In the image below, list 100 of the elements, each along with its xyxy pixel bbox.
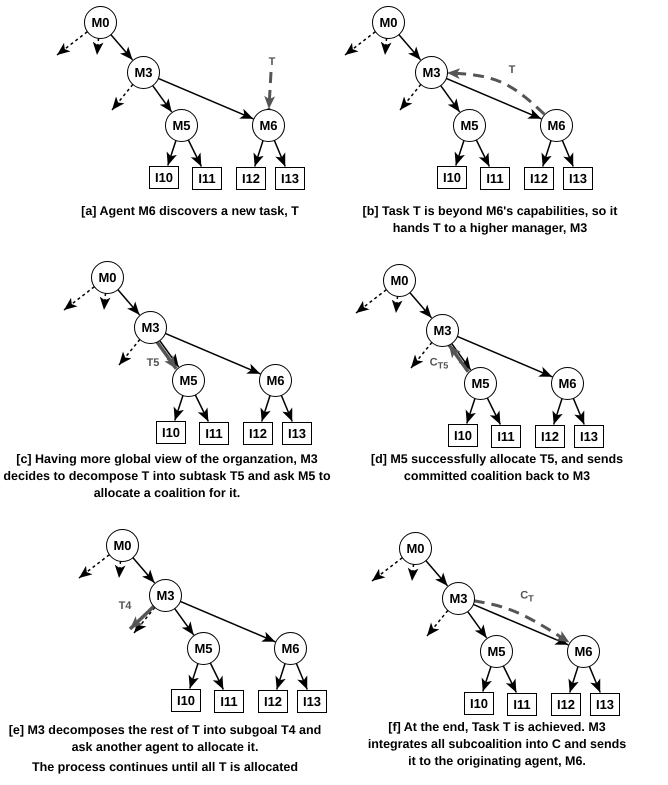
manager-circle: M3: [149, 579, 182, 612]
arrow: [164, 332, 261, 374]
arrow: [482, 666, 492, 692]
individual-box: I12: [243, 422, 273, 444]
arrow: [568, 666, 579, 693]
individual-box: I12: [524, 166, 554, 190]
individual-box: I11: [199, 422, 229, 444]
individual-box: I13: [590, 692, 620, 716]
arrow: [552, 398, 563, 425]
arrow: [456, 336, 553, 378]
dashed-arrow: [133, 606, 156, 634]
caption: [e] M3 decomposes the rest of T into subgoal T4 and ask another agent to allocate it.: [8, 722, 322, 756]
individual-box: I12: [236, 166, 266, 190]
dashed-arrow: [264, 72, 276, 110]
manager-circle: M0: [91, 261, 124, 294]
arrow: [445, 78, 542, 120]
arrow: [179, 600, 276, 642]
arrow: [188, 662, 199, 689]
edge-label: C$_{T5}$: [428, 356, 450, 372]
arrow: [466, 398, 476, 424]
arrow: [157, 78, 254, 120]
individual-box: I13: [563, 166, 593, 190]
arrow: [295, 662, 308, 690]
arrow: [398, 34, 422, 60]
manager-circle: M5: [172, 364, 205, 397]
arrow: [424, 560, 448, 586]
arrow: [187, 139, 202, 167]
caption: [a] Agent M6 discovers a new task, T: [81, 203, 299, 220]
individual-box: I13: [574, 424, 604, 448]
manager-circle: M3: [426, 314, 459, 347]
arrow: [502, 665, 518, 693]
arrow: [408, 292, 432, 318]
manager-circle: M0: [84, 6, 117, 39]
arrow: [588, 665, 601, 693]
manager-circle: M6: [567, 635, 600, 668]
individual-box: I10: [437, 166, 467, 188]
manager-circle: M6: [551, 367, 584, 400]
arrow: [116, 288, 140, 316]
arrow: [132, 556, 156, 584]
arrow: [194, 394, 210, 422]
dashed-arrow: [399, 84, 422, 110]
arrow: [542, 140, 552, 167]
arrow: [166, 140, 177, 166]
manager-circle: M3: [415, 56, 448, 89]
caption: [f] At the end, Task T is achieved. M3 integrates all subcoalition into C and sends it to the originating agent, M6.: [366, 719, 628, 770]
individual-box: I13: [297, 690, 327, 712]
arrow: [158, 340, 180, 368]
manager-circle: M5: [480, 635, 513, 668]
arrow: [466, 610, 488, 638]
individual-box: I12: [535, 424, 565, 448]
dashed-arrow: [114, 560, 126, 578]
dashed-arrow: [372, 557, 403, 582]
arrow: [128, 605, 155, 630]
dashed-arrow: [100, 292, 111, 310]
edge-label: T5: [146, 357, 160, 369]
dashed-arrow: [64, 286, 95, 311]
dashed-arrow: [426, 610, 448, 636]
arrow: [174, 608, 194, 636]
individual-box: I10: [156, 420, 186, 444]
individual-box: I11: [491, 424, 521, 448]
arrow: [174, 394, 184, 421]
dashed-arrow: [111, 84, 134, 110]
arrow: [155, 340, 178, 370]
manager-circle: M6: [540, 109, 573, 142]
dashed-arrow: [356, 289, 387, 314]
individual-box: I10: [448, 424, 478, 446]
individual-box: I13: [275, 166, 305, 190]
manager-circle: M5: [165, 109, 198, 142]
manager-circle: M5: [187, 632, 220, 665]
arrow: [572, 397, 585, 425]
manager-circle: M0: [372, 6, 405, 39]
dashed-arrow: [380, 38, 392, 56]
arrow: [454, 140, 465, 166]
individual-box: I12: [551, 692, 581, 716]
individual-box: I13: [282, 422, 312, 444]
arrow: [486, 397, 502, 425]
dashed-arrow: [446, 68, 546, 116]
edge-label: T: [508, 64, 516, 76]
manager-circle: M3: [127, 56, 160, 89]
caption: The process continues until all T is allocated: [32, 759, 298, 776]
individual-box: I11: [480, 166, 510, 190]
arrow: [280, 394, 293, 422]
manager-circle: M3: [442, 582, 475, 615]
individual-box: I11: [214, 690, 244, 712]
arrow: [209, 662, 224, 690]
edge-label: T: [268, 56, 276, 68]
manager-circle: M0: [106, 529, 139, 562]
manager-circle: M0: [383, 264, 416, 297]
arrow: [254, 140, 264, 167]
arrow: [152, 84, 172, 112]
dashed-arrow: [92, 38, 104, 56]
individual-box: I10: [464, 692, 494, 714]
arrow: [440, 84, 460, 112]
dashed-arrow: [392, 296, 403, 314]
edge-label: T4: [118, 600, 132, 612]
individual-box: I11: [192, 166, 222, 190]
individual-box: I10: [171, 688, 201, 712]
manager-circle: M5: [453, 109, 486, 142]
dashed-arrow: [410, 342, 432, 368]
arrow: [450, 342, 472, 370]
